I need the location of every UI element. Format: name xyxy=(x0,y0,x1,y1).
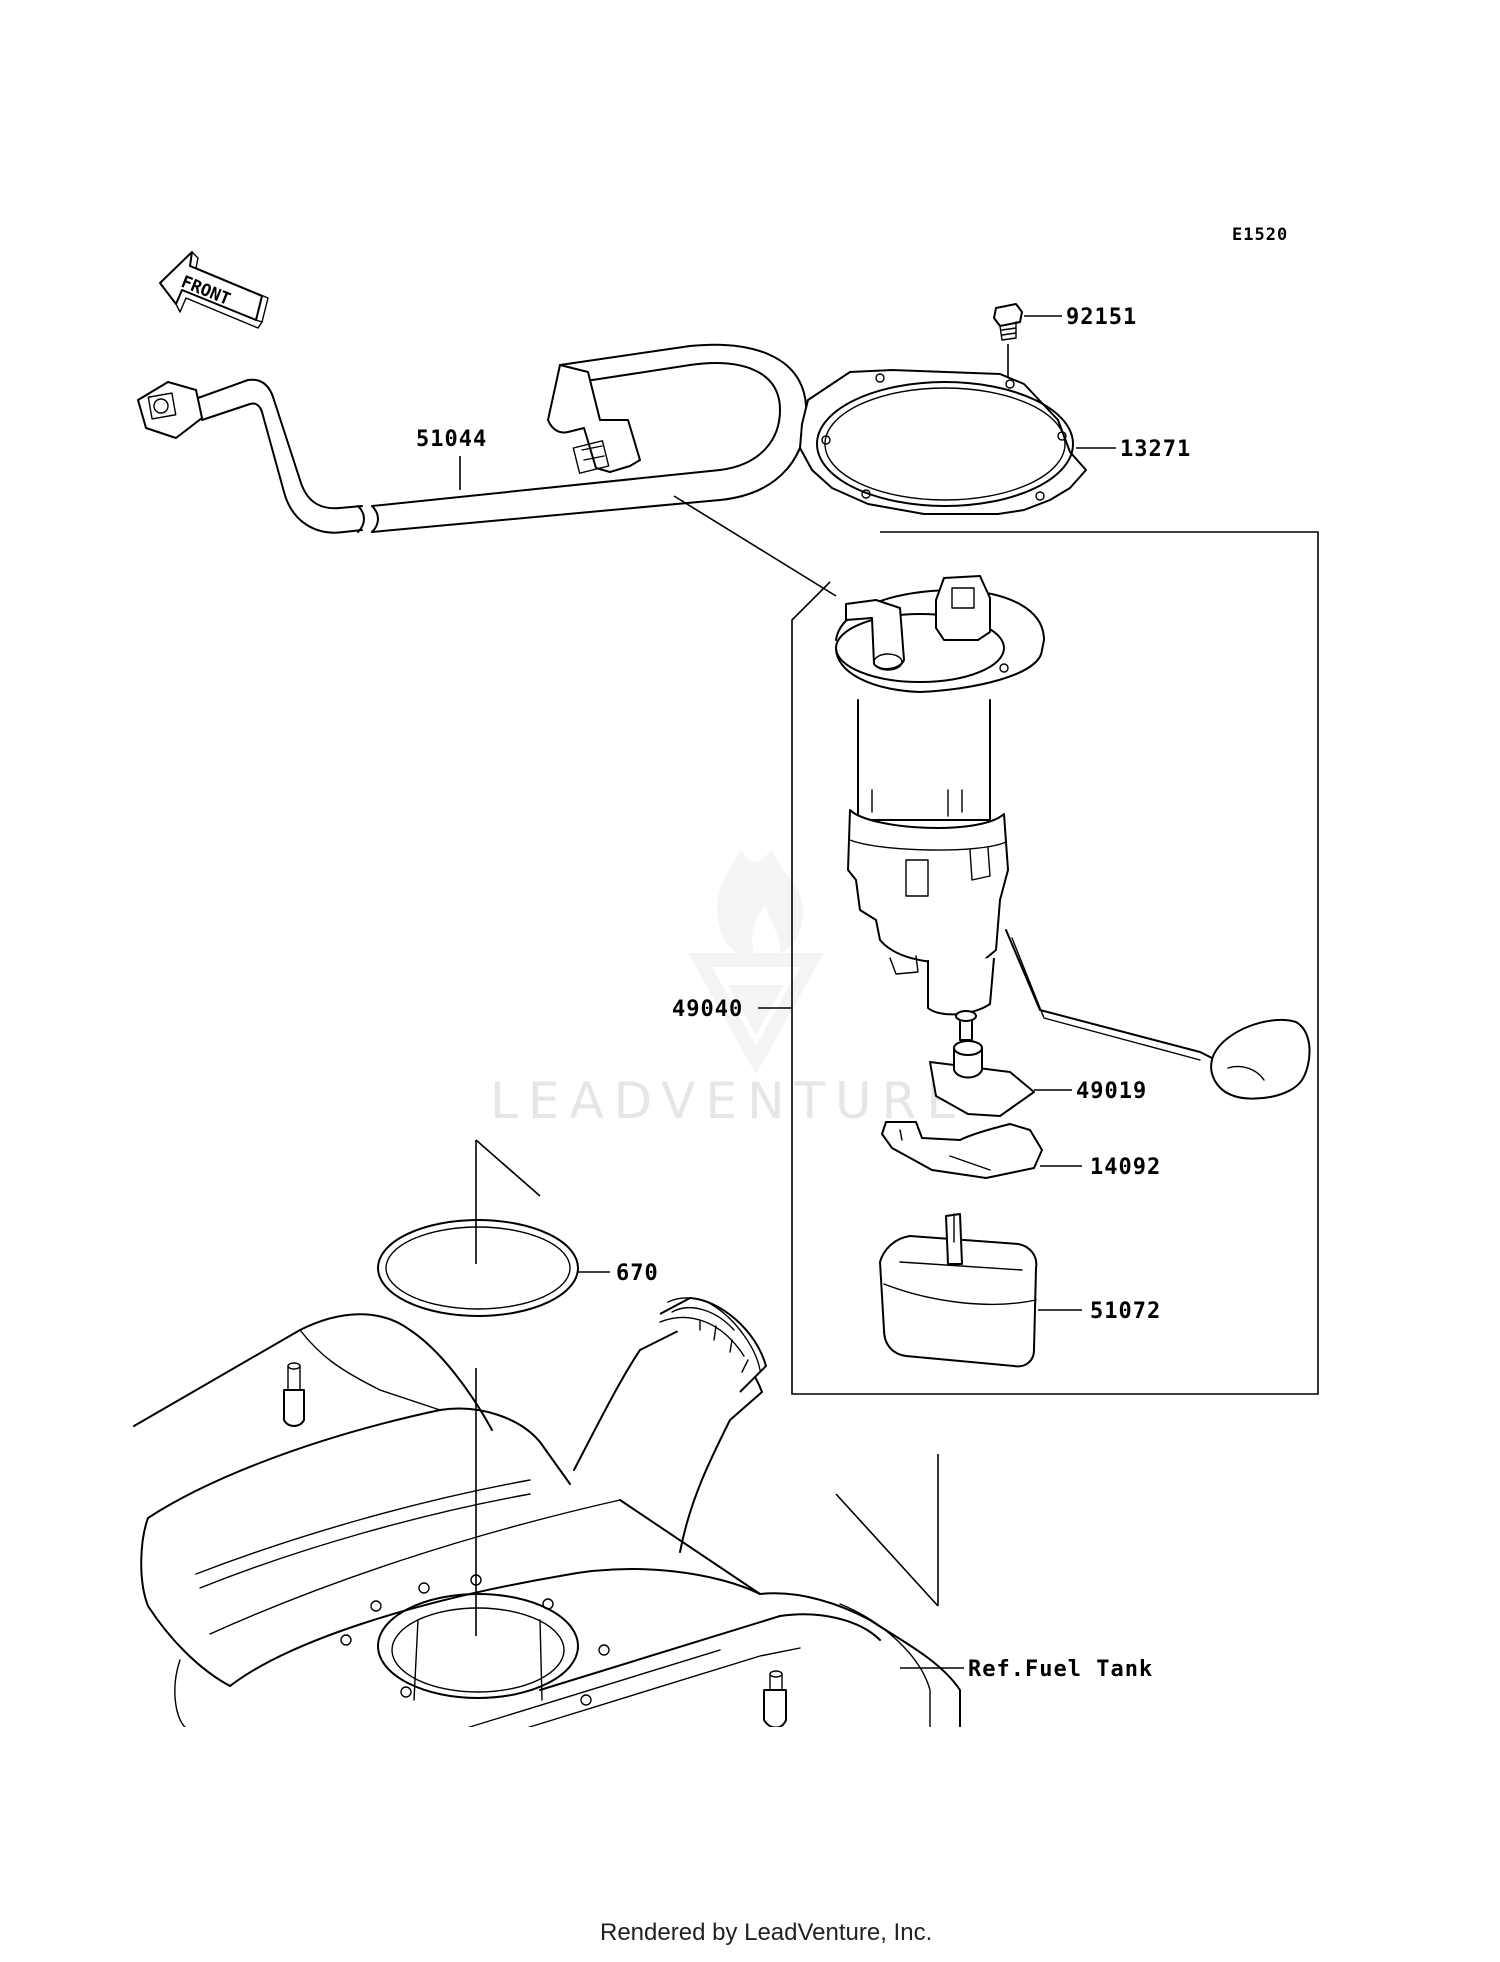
part-label-92151: 92151 xyxy=(1066,305,1137,330)
footer-credit: Rendered by LeadVenture, Inc. xyxy=(600,1919,932,1946)
part-label-670: 670 xyxy=(616,1261,659,1286)
part-label-51044: 51044 xyxy=(416,427,487,452)
fuel-hose-51044 xyxy=(137,343,808,534)
leadventure-logo-icon xyxy=(688,848,824,1075)
filter-49019 xyxy=(929,1040,1035,1117)
part-label-49040: 49040 xyxy=(672,997,743,1022)
case-51072 xyxy=(879,1213,1038,1368)
fuel-tank-reference xyxy=(133,1297,962,1733)
o-ring-670 xyxy=(377,1219,579,1317)
assembly-bracket-49040 xyxy=(791,531,1319,1395)
fuel-pump-assembly xyxy=(835,575,1311,1100)
bolt-92151 xyxy=(993,303,1023,341)
diagram-code: E1520 xyxy=(1232,225,1288,245)
part-label-49019: 49019 xyxy=(1076,1079,1147,1104)
front-arrow-icon: FRONT xyxy=(159,251,269,329)
watermark-text: LEADVENTURE xyxy=(490,1072,968,1130)
gasket-plate-13271 xyxy=(799,369,1087,515)
reference-label-fuel-tank: Ref.Fuel Tank xyxy=(968,1657,1153,1682)
part-label-13271: 13271 xyxy=(1120,437,1191,462)
bracket-14092 xyxy=(881,1121,1043,1179)
part-label-51072: 51072 xyxy=(1090,1299,1161,1324)
part-label-14092: 14092 xyxy=(1090,1155,1161,1180)
